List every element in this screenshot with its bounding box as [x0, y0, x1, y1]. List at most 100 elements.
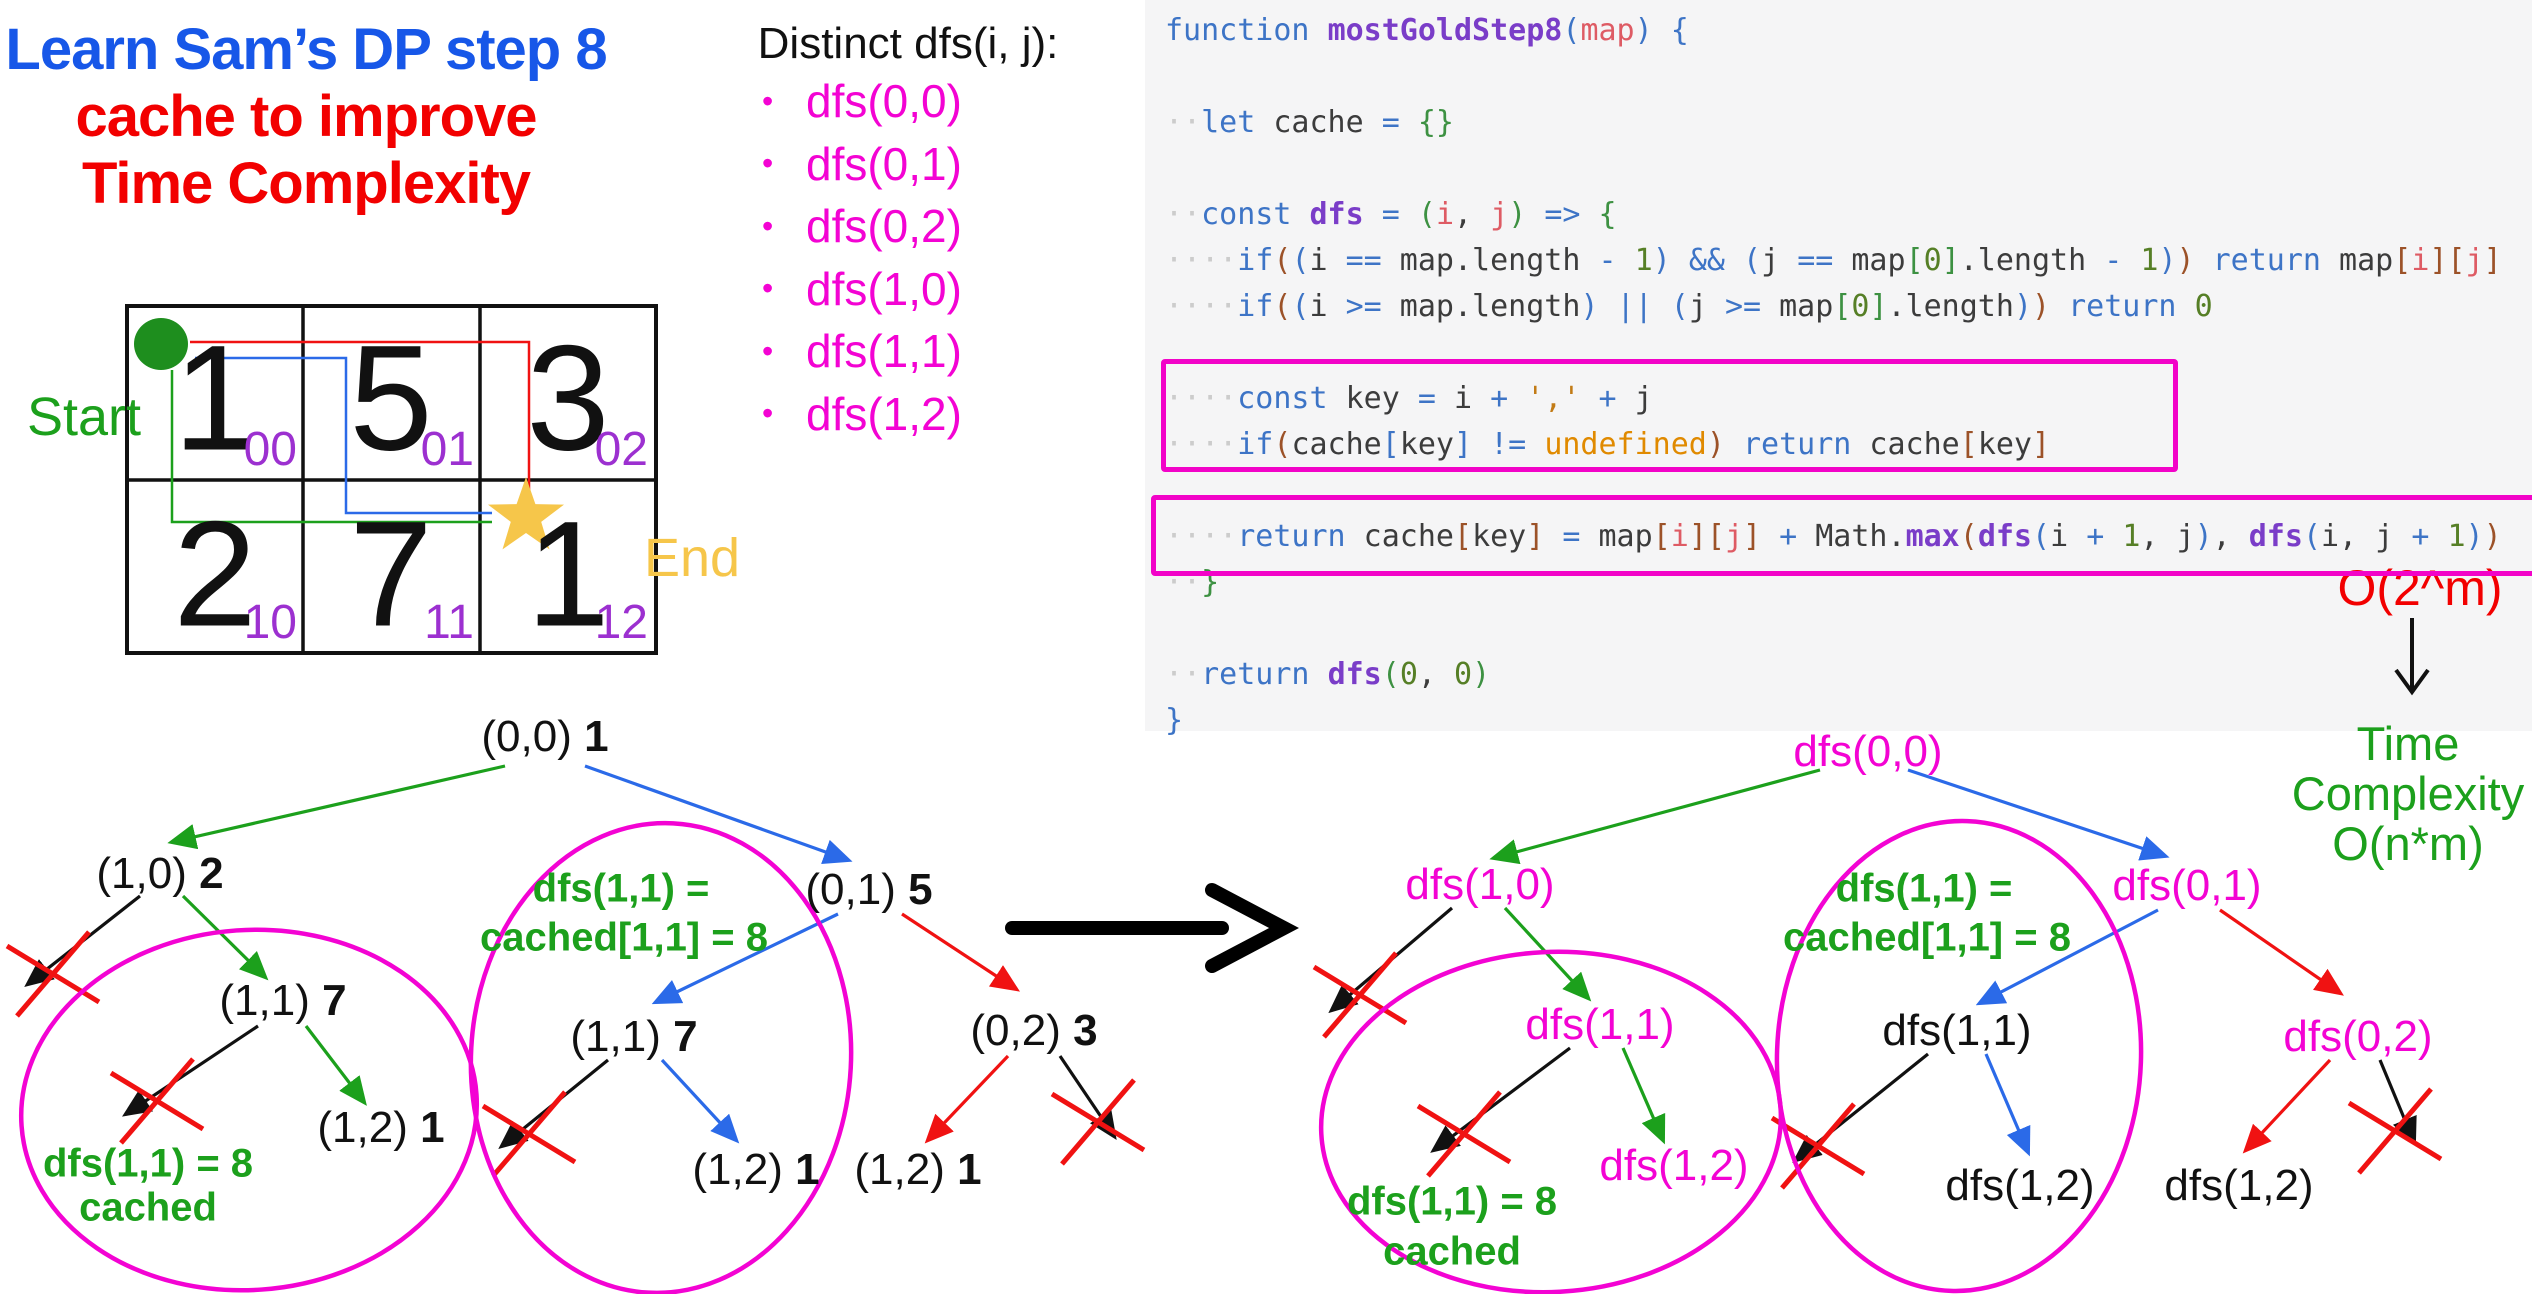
tree-node: (1,1) 7 — [570, 1012, 698, 1061]
bullet-icon: • — [762, 207, 774, 244]
page-title: Learn Sam’s DP step 8 cache to improve T… — [0, 16, 612, 217]
green-edge-arrow — [1621, 1047, 1666, 1145]
path-red — [190, 340, 531, 505]
distinct-dfs-heading: Distinct dfs(i, j): — [757, 19, 1059, 68]
grid-cell-value: 2 — [173, 489, 257, 658]
red-edge-arrow — [901, 912, 1021, 992]
map-grid — [125, 304, 658, 655]
distinct-dfs-item: •dfs(0,1) — [762, 137, 962, 191]
tree-node: (0,2) 3 — [970, 1006, 1098, 1055]
pruned-x-icon — [1060, 1078, 1136, 1166]
tree-node: dfs(1,2) — [1945, 1161, 2095, 1210]
red-edge-arrow — [924, 1054, 1010, 1144]
complexity-before: O(2^m) — [2337, 560, 2503, 616]
code-line: function mostGoldStep8(map) { — [1165, 13, 1689, 48]
start-label: Start — [26, 387, 142, 447]
black-edge-arrow — [122, 1024, 259, 1117]
bullet-icon: • — [762, 270, 774, 306]
complexity-after: Time Complexity O(n*m) — [2292, 719, 2524, 869]
red-edge-arrow — [2242, 1058, 2332, 1154]
distinct-dfs-item: • dfs(1,1) — [762, 324, 962, 378]
blue-edge-arrow — [660, 1058, 740, 1144]
distinct-dfs-item: •dfs(1,2) — [762, 387, 962, 441]
code-line: ··return dfs(0, 0) — [1165, 657, 1491, 692]
distinct-dfs-item: • dfs(0,0) — [762, 74, 962, 128]
cached-subtree-loop — [18, 927, 480, 1293]
blue-edge-arrow — [1975, 908, 2159, 1006]
distinct-dfs-label: dfs(0,0) — [806, 75, 962, 127]
code-line: } — [1165, 703, 1184, 738]
green-edge-arrow — [167, 764, 506, 850]
cached-annotation: dfs(1,1) = — [532, 866, 710, 911]
code-line: ··let cache = {} — [1165, 105, 1454, 140]
tree-node: (0,1) 5 — [805, 865, 933, 914]
bullet-icon: • — [762, 332, 774, 369]
pruned-x-icon — [2357, 1087, 2433, 1175]
bullet-icon: • — [762, 145, 774, 181]
code-line — [1165, 146, 2502, 192]
tree-node: dfs(1,2) — [2164, 1161, 2314, 1210]
blue-edge-arrow — [1984, 1053, 2031, 1157]
green-edge-arrow — [304, 1025, 367, 1106]
distinct-dfs-label: dfs(0,2) — [806, 200, 962, 252]
tree-node: dfs(0,1) — [2112, 861, 2262, 910]
path-blue — [195, 356, 492, 515]
transform-arrow-icon — [1005, 883, 1299, 973]
tree-node: dfs(1,2) — [1599, 1141, 1749, 1190]
pruned-x-icon — [1780, 1102, 1856, 1190]
tree-node: dfs(0,0) — [1793, 727, 1943, 776]
code-block: function mostGoldStep8(map) { ··let cache… — [1165, 8, 2502, 744]
pruned-x-icon — [491, 1090, 567, 1178]
bullet-icon: • — [762, 82, 774, 119]
complexity-after-line: Time — [2356, 717, 2460, 770]
code-line — [1165, 606, 2502, 652]
grid-cell-index: 12 — [594, 596, 648, 649]
tree-node: dfs(1,1) — [1525, 1000, 1675, 1049]
cached-annotation: dfs(1,1) = 8 — [1346, 1179, 1558, 1224]
cached-annotation: cached — [79, 1185, 217, 1230]
tree-node: (1,1) 7 — [219, 976, 347, 1025]
blue-edge-arrow — [651, 912, 839, 1005]
tree-node: (0,0) 1 — [481, 712, 609, 761]
pruned-x-icon — [1322, 951, 1398, 1039]
blue-edge-arrow — [1907, 768, 2170, 861]
cached-annotation: cached — [1383, 1229, 1521, 1274]
tree-node: (1,0) 2 — [96, 849, 224, 898]
pruned-x-icon — [1426, 1090, 1502, 1178]
grid-cell-index: 11 — [424, 596, 474, 649]
pruned-x-icon — [119, 1057, 195, 1145]
distinct-dfs-label: dfs(1,1) — [806, 325, 962, 377]
distinct-dfs-item: • dfs(1,0) — [762, 262, 962, 316]
grid-cell-index: 10 — [243, 596, 297, 649]
code-line: ··const dfs = (i, j) => { — [1165, 197, 1617, 232]
code-line: ····return cache[key] = map[i][j] + Math… — [1165, 519, 2502, 554]
green-edge-arrow — [1489, 768, 1821, 865]
distinct-dfs-label: dfs(1,2) — [806, 387, 962, 440]
title-line-3: Time Complexity — [81, 151, 531, 216]
tree-node: dfs(1,0) — [1405, 860, 1555, 909]
red-edge-arrow — [2219, 908, 2344, 996]
grid-cell-value: 1 — [173, 313, 257, 482]
path-green — [170, 370, 492, 524]
grid-cell-value: 3 — [526, 313, 610, 482]
grid-cell-index: 01 — [420, 423, 474, 476]
code-line: ····if((i >= map.length) || (j >= map[0]… — [1165, 289, 2213, 324]
tree-node: (1,2) 1 — [317, 1103, 445, 1152]
end-star-icon — [488, 477, 564, 550]
grid-cell-index: 00 — [243, 423, 297, 476]
cached-subtree-loop — [468, 820, 854, 1294]
black-edge-arrow — [1430, 1046, 1571, 1153]
cache-return-highlight-box — [1151, 495, 2532, 576]
pruned-x-icon — [15, 930, 91, 1018]
cached-annotation: dfs(1,1) = 8 — [42, 1141, 254, 1186]
grid-cell-value: 7 — [349, 489, 433, 658]
code-line — [1165, 54, 2502, 100]
code-line: ····const key = i + ',' + j — [1165, 381, 1653, 416]
title-line-2: cache to improve — [75, 84, 537, 149]
cached-annotation: cached[1,1] = 8 — [480, 915, 768, 960]
cached-annotation: cached[1,1] = 8 — [1783, 915, 2071, 960]
green-edge-arrow — [181, 894, 269, 981]
distinct-dfs-label: dfs(1,0) — [806, 262, 962, 315]
